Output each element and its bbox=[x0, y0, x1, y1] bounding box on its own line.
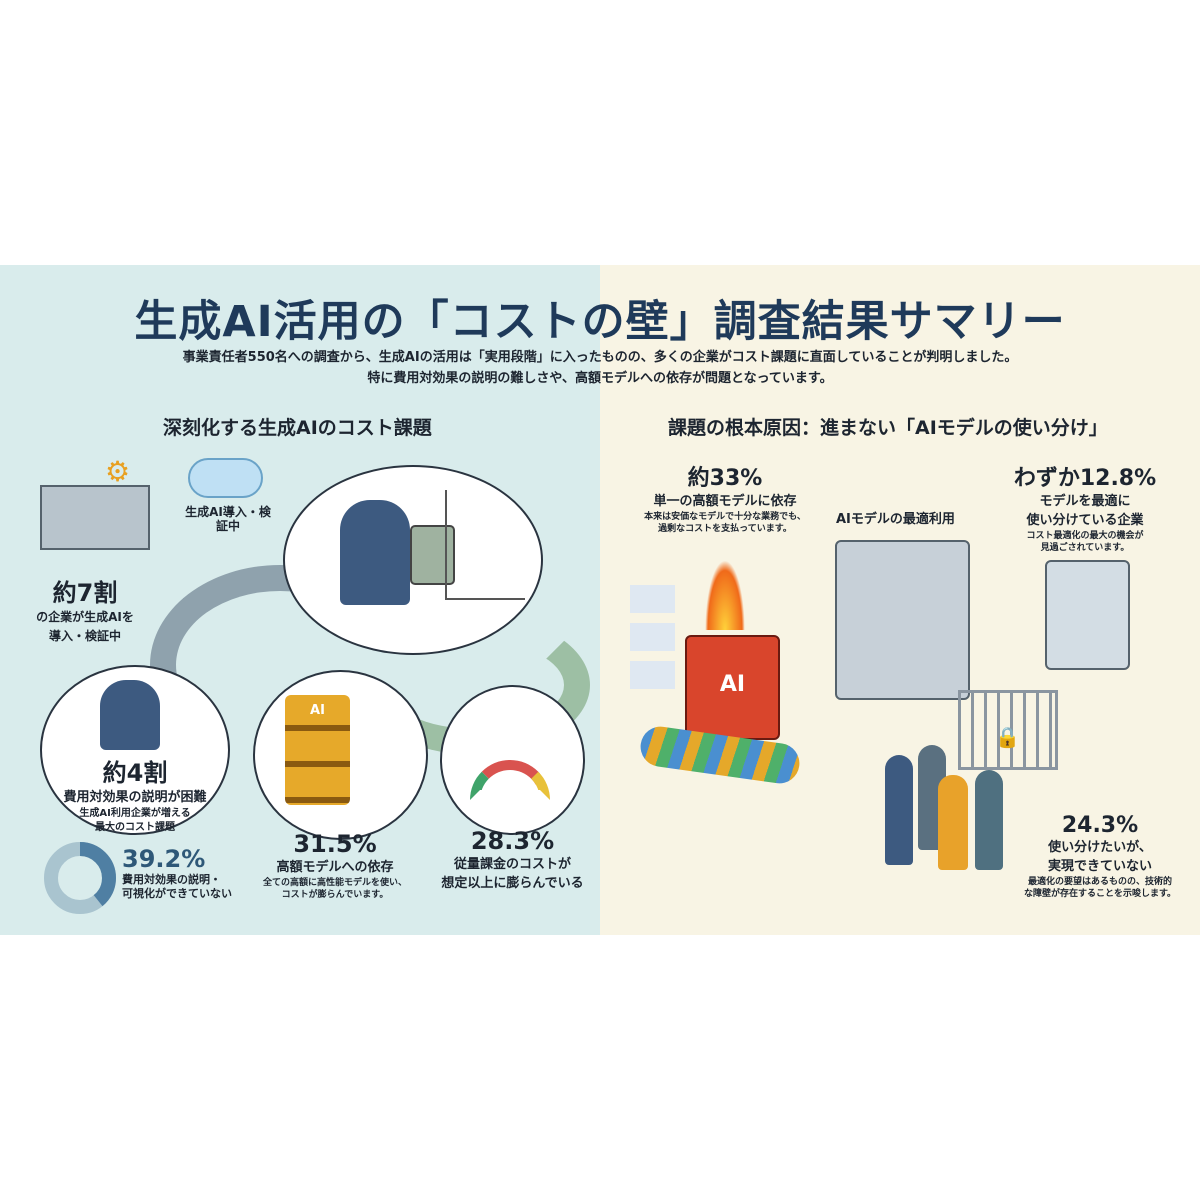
gauge-icon bbox=[470, 760, 550, 800]
left-heading: 深刻化する生成AIのコスト課題 bbox=[163, 417, 432, 439]
document-icons bbox=[630, 585, 675, 695]
stat-text: 見過ごされています。 bbox=[1040, 543, 1130, 553]
stat-single-model: 約33% 単一の高額モデルに依存 本来は安価なモデルで十分な業務でも、 過剰なコ… bbox=[625, 460, 825, 535]
stat-cannot-implement: 24.3% 使い分けたいが、 実現できていない 最適化の要望はあるものの、技術的… bbox=[1005, 813, 1195, 900]
businessman-illustration bbox=[100, 680, 160, 750]
stat-expensive-model: 31.5% 高額モデルへの依存 全ての高額に高性能モデルを使い、 コストが膨らん… bbox=[255, 830, 415, 901]
stat-headline: 使い分けたいが、 bbox=[1048, 840, 1152, 855]
cloud-label: 生成AI導入・検証中 bbox=[185, 505, 271, 533]
stat-headline: 実現できていない bbox=[1047, 859, 1152, 874]
stat-text: コスト最適化の最大の機会が bbox=[1026, 531, 1144, 541]
stat-text: 想定以上に膨らんでいる bbox=[441, 876, 584, 891]
ai-chip-stack-icon: AI bbox=[285, 695, 350, 805]
stat-text: 最適化の要望はあるものの、技術的 bbox=[1027, 877, 1172, 887]
infographic: 生成AI活用の「コストの壁」調査結果サマリー 事業責任者550名への調査から、生… bbox=[0, 265, 1200, 935]
stat-headline: 費用対効果の説明が困難 bbox=[63, 790, 207, 805]
bar-chart-icon bbox=[445, 490, 525, 600]
stat-text: 費用対効果の説明・ bbox=[122, 873, 221, 886]
stat-text: 可視化ができていない bbox=[122, 887, 232, 900]
calculator-icon bbox=[410, 525, 455, 585]
stat-text: 本来は安価なモデルで十分な業務でも、 bbox=[644, 512, 806, 522]
stat-text: コストが膨らんでいます。 bbox=[281, 890, 389, 900]
factory-icon bbox=[40, 485, 150, 550]
stat-usage-billing: 28.3% 従量課金のコストが 想定以上に膨らんでいる bbox=[430, 827, 595, 893]
stat-text: の企業が生成AIを bbox=[36, 610, 134, 624]
stat-value: 約7割 bbox=[52, 579, 118, 607]
page-title: 生成AI活用の「コストの壁」調査結果サマリー bbox=[134, 297, 1066, 347]
fire-icon bbox=[705, 560, 745, 630]
stat-value: 39.2% bbox=[122, 845, 206, 873]
server-rack-icon bbox=[835, 540, 970, 700]
people-illustration bbox=[880, 745, 1010, 875]
donut-slice bbox=[44, 842, 116, 914]
stat-value: 24.3% bbox=[1061, 813, 1139, 838]
stat-value: 31.5% bbox=[293, 830, 377, 858]
stat-headline: 使い分けている企業 bbox=[1026, 513, 1144, 528]
intro-line: 事業責任者550名への調査から、生成AIの活用は「実用段階」に入ったものの、多く… bbox=[182, 350, 1018, 365]
center-label: AIモデルの最適利用 bbox=[836, 512, 955, 527]
stat-value: 28.3% bbox=[470, 827, 555, 855]
stat-text: 過剰なコストを支払っています。 bbox=[658, 524, 792, 534]
stat-headline: モデルを最適に bbox=[1039, 494, 1131, 509]
stat-visibility: 39.2% 費用対効果の説明・ 可視化ができていない bbox=[122, 845, 232, 901]
stat-text: 最大のコスト課題 bbox=[95, 822, 175, 833]
speech-bubble-confused bbox=[40, 665, 230, 835]
stat-text: 従量課金のコストが bbox=[453, 857, 571, 872]
overloaded-ai-chip-icon: AI bbox=[685, 635, 780, 740]
optimized-server-icon bbox=[1045, 560, 1130, 670]
stat-text: 生成AI利用企業が増える bbox=[79, 808, 191, 819]
intro-text: 事業責任者550名への調査から、生成AIの活用は「実用段階」に入ったものの、多く… bbox=[0, 347, 1200, 389]
stat-value: 約33% bbox=[687, 466, 763, 491]
intro-line: 特に費用対効果の説明の難しさや、高額モデルへの依存が問題となっています。 bbox=[367, 371, 833, 386]
donut-chart bbox=[44, 842, 116, 914]
stat-text: 全ての高額に高性能モデルを使い、 bbox=[262, 878, 407, 888]
stat-value: わずか12.8% bbox=[1013, 466, 1157, 491]
businessman-illustration bbox=[340, 500, 410, 605]
gear-icon: ⚙ bbox=[105, 455, 131, 488]
right-heading: 課題の根本原因：進まない「AIモデルの使い分け」 bbox=[668, 417, 1108, 439]
stat-value: 約4割 bbox=[102, 759, 168, 787]
stat-adoption: 約7割 の企業が生成AIを 導入・検証中 bbox=[30, 573, 140, 646]
gate-icon bbox=[958, 690, 1058, 770]
cloud-ai-icon bbox=[188, 458, 263, 498]
stat-optimal-use: わずか12.8% モデルを最適に 使い分けている企業 コスト最適化の最大の機会が… bbox=[985, 460, 1185, 554]
stat-roi: 約4割 費用対効果の説明が困難 生成AI利用企業が増える 最大のコスト課題 bbox=[40, 753, 230, 835]
stat-headline: 単一の高額モデルに依存 bbox=[653, 494, 797, 509]
stat-text: な障壁が存在することを示唆します。 bbox=[1023, 889, 1177, 899]
lock-icon: 🔒 bbox=[995, 725, 1020, 749]
stat-text: 導入・検証中 bbox=[48, 629, 121, 643]
stat-headline: 高額モデルへの依存 bbox=[276, 860, 394, 875]
